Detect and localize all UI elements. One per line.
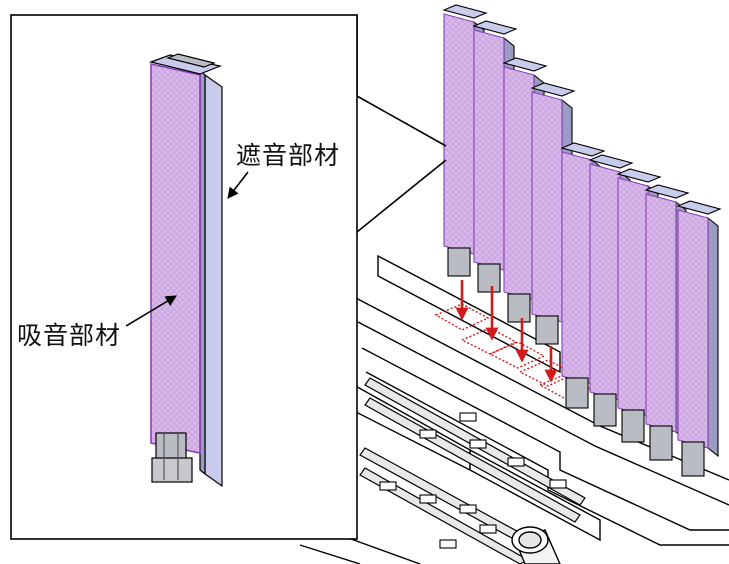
callout-frame — [356, 15, 447, 233]
bottom-line-2 — [299, 544, 361, 564]
shielding-member — [204, 73, 223, 488]
sound-absorbing-member-label: 吸音部材 — [17, 321, 122, 350]
rail-2 — [364, 397, 581, 523]
deck-base-line-2 — [365, 371, 729, 546]
panel-9 — [676, 200, 722, 477]
absorbing-pointer — [125, 295, 177, 327]
bottom-line-1 — [339, 534, 421, 564]
deck-lower-edge — [357, 321, 729, 506]
installation-arrows — [455, 280, 558, 383]
installed-panels — [442, 4, 722, 477]
absorbing-member — [150, 63, 201, 454]
sound-shielding-member-label: 遮音部材 — [236, 141, 341, 170]
shielding-pointer — [227, 171, 249, 199]
drain-pipe — [511, 526, 561, 564]
label-pointers — [125, 171, 249, 327]
inset-panel — [148, 53, 223, 488]
deck-base-line — [361, 347, 729, 531]
